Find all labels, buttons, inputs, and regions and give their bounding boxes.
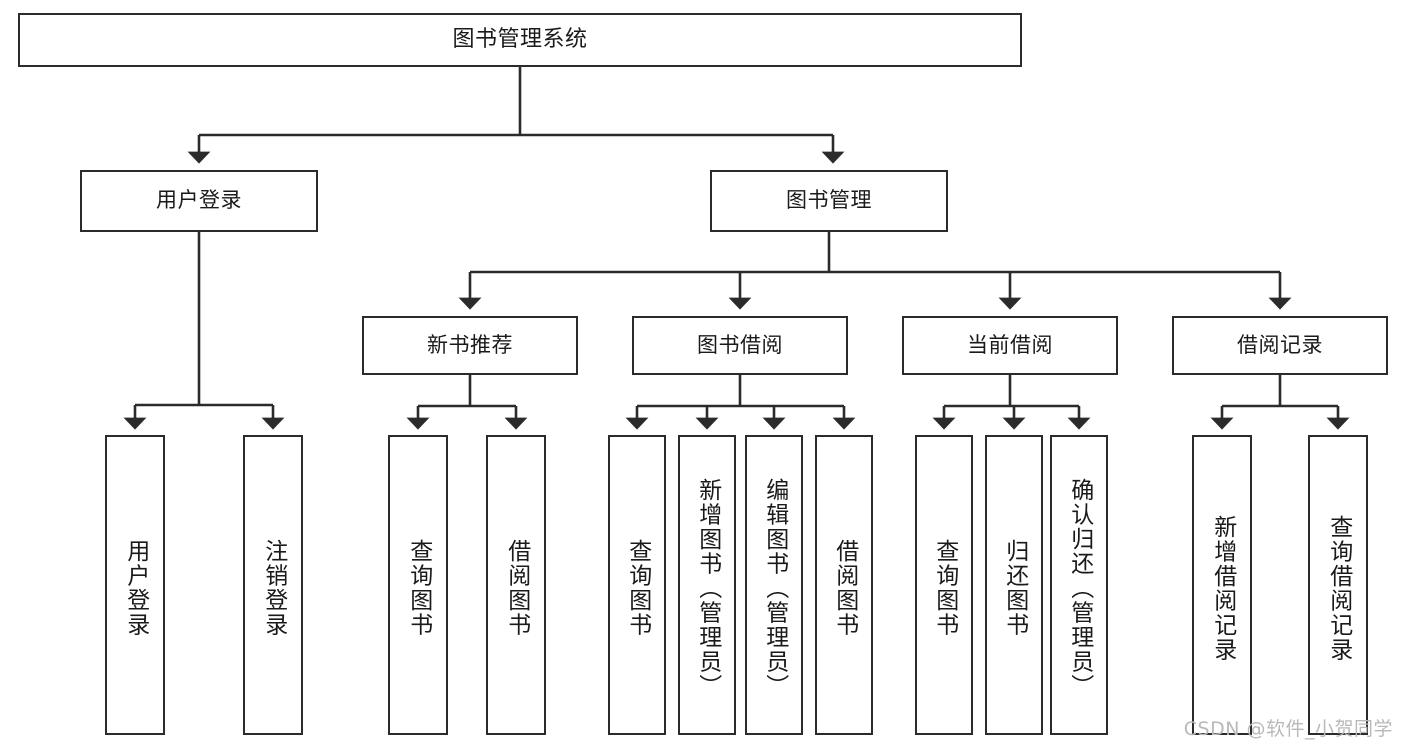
node-current-borrow-label: 当前借阅	[967, 332, 1053, 357]
node-leaf-confirm-return-label: 确认归还（管理员）	[1066, 477, 1093, 699]
node-leaf-edit-book[interactable]: 编辑图书（管理员）	[745, 435, 803, 735]
node-leaf-add-book[interactable]: 新增图书（管理员）	[678, 435, 736, 735]
node-leaf-borrow-book-1-label: 借阅图书	[503, 539, 530, 637]
node-leaf-borrow-book-1[interactable]: 借阅图书	[486, 435, 546, 735]
node-new-book-recommend[interactable]: 新书推荐	[362, 316, 578, 375]
node-leaf-add-record[interactable]: 新增借阅记录	[1192, 435, 1252, 735]
node-leaf-query-book-3-label: 查询图书	[931, 539, 958, 637]
node-leaf-query-book-1-label: 查询图书	[405, 539, 432, 637]
node-leaf-query-book-2[interactable]: 查询图书	[608, 435, 666, 735]
node-leaf-return-book-label: 归还图书	[1001, 539, 1028, 637]
node-leaf-return-book[interactable]: 归还图书	[985, 435, 1043, 735]
node-leaf-user-logout[interactable]: 注销登录	[243, 435, 303, 735]
node-leaf-user-login-label: 用户登录	[122, 539, 149, 637]
node-leaf-user-login[interactable]: 用户登录	[105, 435, 165, 735]
node-leaf-borrow-book-2-label: 借阅图书	[831, 539, 858, 637]
node-leaf-query-record-label: 查询借阅记录	[1325, 514, 1352, 662]
node-leaf-edit-book-label: 编辑图书（管理员）	[761, 477, 788, 699]
node-root[interactable]: 图书管理系统	[18, 13, 1022, 67]
node-current-borrow[interactable]: 当前借阅	[902, 316, 1118, 375]
node-leaf-borrow-book-2[interactable]: 借阅图书	[815, 435, 873, 735]
node-root-label: 图书管理系统	[452, 26, 588, 52]
node-borrow-record[interactable]: 借阅记录	[1172, 316, 1388, 375]
node-leaf-query-book-3[interactable]: 查询图书	[915, 435, 973, 735]
node-user-login-label: 用户登录	[156, 188, 242, 213]
node-leaf-add-book-label: 新增图书（管理员）	[694, 477, 721, 699]
node-leaf-query-book-1[interactable]: 查询图书	[388, 435, 448, 735]
node-borrow-record-label: 借阅记录	[1237, 332, 1323, 357]
node-leaf-add-record-label: 新增借阅记录	[1209, 514, 1236, 662]
node-book-management[interactable]: 图书管理	[710, 170, 948, 232]
node-book-management-label: 图书管理	[786, 188, 872, 213]
node-leaf-query-book-2-label: 查询图书	[624, 539, 651, 637]
node-user-login[interactable]: 用户登录	[80, 170, 318, 232]
node-leaf-user-logout-label: 注销登录	[260, 539, 287, 637]
node-new-book-recommend-label: 新书推荐	[427, 332, 513, 357]
node-leaf-query-record[interactable]: 查询借阅记录	[1308, 435, 1368, 735]
node-book-borrow[interactable]: 图书借阅	[632, 316, 848, 375]
node-leaf-confirm-return[interactable]: 确认归还（管理员）	[1050, 435, 1108, 735]
node-book-borrow-label: 图书借阅	[697, 332, 783, 357]
